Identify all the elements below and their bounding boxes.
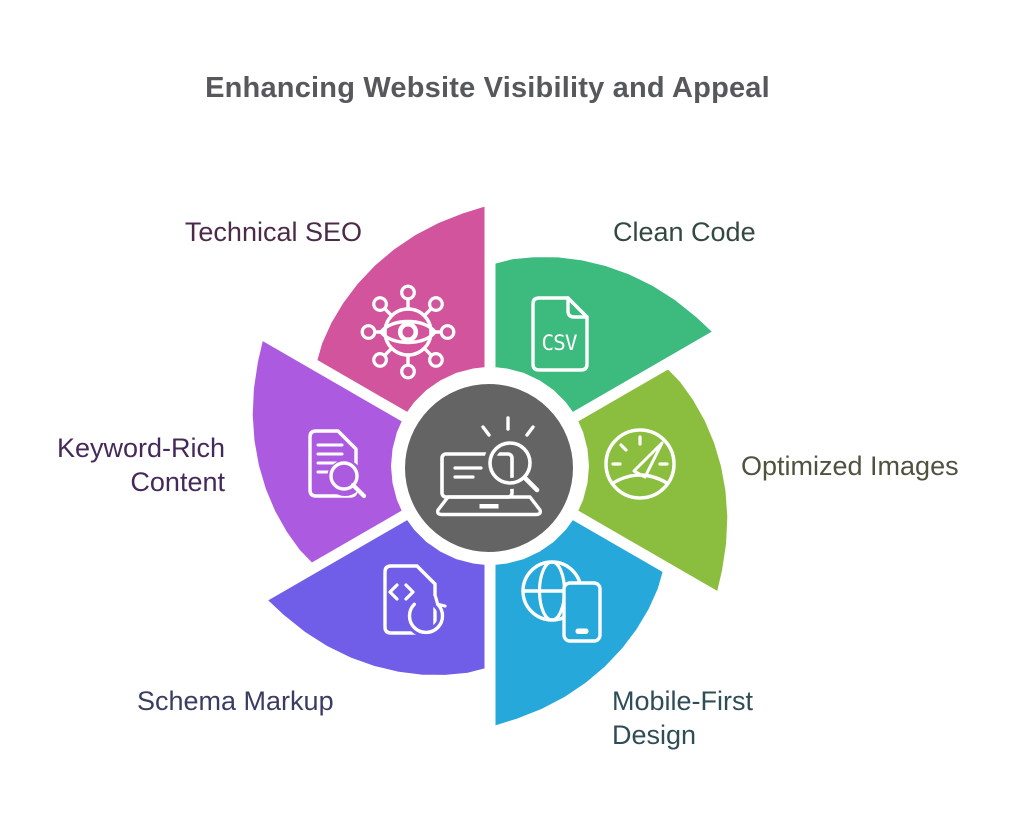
csv-file-icon: CSV <box>531 296 589 372</box>
laptop-search-icon <box>435 416 543 517</box>
globe-phone-icon <box>521 560 602 643</box>
segment-clean-code <box>491 253 718 417</box>
segment-optimized-images <box>573 365 732 596</box>
segment-label-clean-code: Clean Code <box>613 217 756 247</box>
segment-keyword-rich-content <box>248 336 407 567</box>
code-file-refresh-icon <box>383 564 448 638</box>
segment-label-mobile-first-design: Mobile-First Design <box>612 686 754 751</box>
segment-label-optimized-images: Optimized Images <box>741 451 959 481</box>
segment-label-keyword-rich-content: Keyword-Rich Content <box>56 433 225 498</box>
document-search-icon <box>308 429 367 499</box>
segment-label-schema-markup: Schema Markup <box>137 686 334 716</box>
segment-schema-markup <box>262 515 489 679</box>
eye-network-icon <box>360 284 456 380</box>
speedometer-icon <box>604 428 676 500</box>
svg-text:CSV: CSV <box>542 331 578 355</box>
page-title: Enhancing Website Visibility and Appeal <box>205 72 770 104</box>
segment-label-technical-seo: Technical SEO <box>184 217 362 247</box>
